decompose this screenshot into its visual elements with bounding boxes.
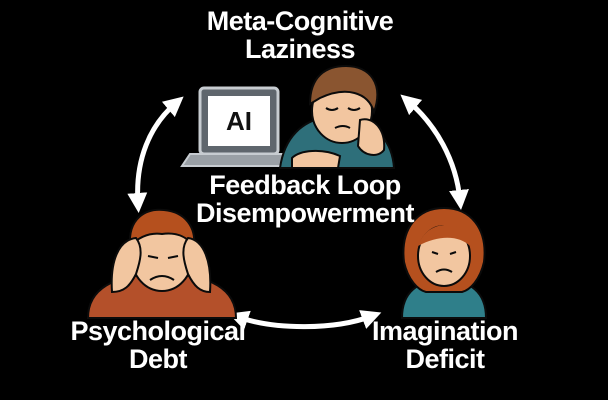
tired-person-icon	[278, 64, 396, 169]
laptop-ai-icon: AI	[180, 86, 302, 167]
node-right-line2: Deficit	[405, 343, 485, 374]
node-right-line1: Imagination	[371, 316, 519, 346]
cycle-arrow-icon	[400, 94, 469, 210]
node-label-center: Feedback Loop Disempowerment	[160, 170, 450, 228]
node-label-top: Meta-Cognitive Laziness	[150, 6, 450, 64]
stressed-person-icon	[86, 208, 238, 319]
node-left-line1: Psychological	[70, 316, 246, 346]
laptop-screen-text: AI	[226, 106, 252, 136]
node-left-line2: Debt	[129, 343, 188, 374]
cycle-arrow-icon	[228, 310, 382, 330]
node-label-right: Imagination Deficit	[345, 316, 545, 374]
node-center-line1: Feedback Loop	[209, 170, 401, 200]
cycle-arrow-icon	[127, 96, 184, 213]
node-top-line2: Laziness	[244, 33, 356, 64]
sad-girl-icon	[400, 206, 488, 319]
node-label-left: Psychological Debt	[48, 316, 268, 374]
node-center-line2: Disempowerment	[195, 197, 415, 228]
node-top-line1: Meta-Cognitive	[206, 6, 394, 36]
